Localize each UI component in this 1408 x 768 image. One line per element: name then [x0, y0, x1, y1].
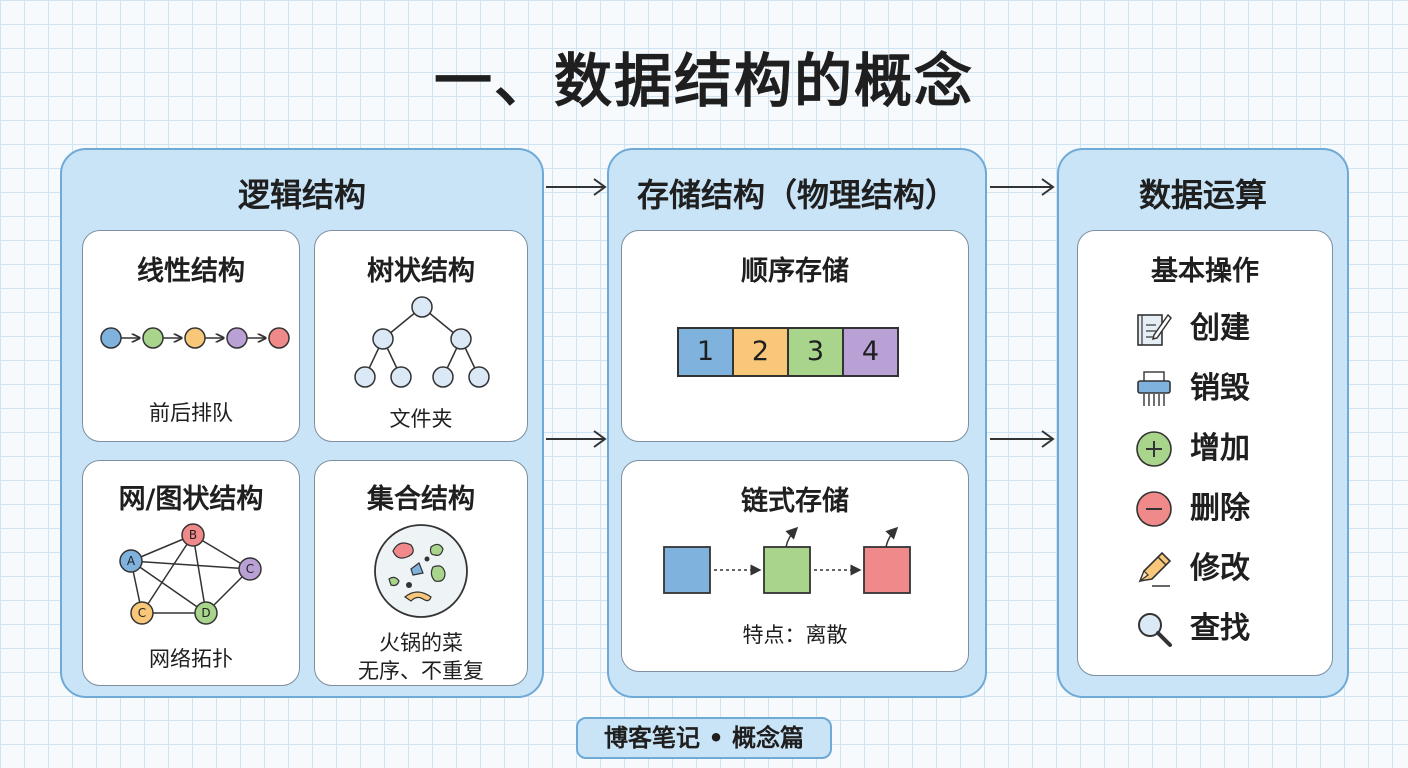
data-operations-title: 数据运算 [1138, 176, 1267, 214]
shredder-icon [1137, 371, 1171, 406]
graph-node-d [194, 601, 218, 625]
linked-node [663, 546, 711, 594]
linear-node [226, 327, 248, 349]
linear-node [268, 327, 290, 349]
tree-node [390, 366, 412, 388]
graph-node-label: B [189, 528, 197, 542]
basic-operations-title: 基本操作 [1151, 256, 1259, 287]
tree-node [411, 296, 433, 318]
operation-label: 创建 [1190, 311, 1250, 346]
tree-structure-title: 树状结构 [367, 256, 475, 287]
footer-badge: 博客笔记 • 概念篇 [576, 717, 832, 759]
tree-structure-diagram [354, 296, 490, 388]
memory-cell: 2 [732, 327, 789, 377]
sequential-storage-card: 顺序存储 1 2 3 4 [621, 230, 969, 442]
graph-node-label: D [201, 606, 210, 620]
graph-structure-title: 网/图状结构 [118, 484, 264, 515]
linear-node [142, 327, 164, 349]
tree-node [372, 328, 394, 350]
sequential-storage-title: 顺序存储 [741, 256, 849, 287]
linear-structure-card: 线性结构 前后排队 [82, 230, 300, 442]
linked-storage-title: 链式存储 [741, 486, 849, 517]
linked-storage-diagram [663, 526, 911, 594]
graph-node-label: A [127, 554, 136, 568]
graph-node-label: C [246, 562, 254, 576]
set-structure-caption-line2: 无序、不重复 [358, 659, 484, 683]
set-structure-caption-line1: 火锅的菜 [379, 631, 463, 655]
storage-to-operations-arrow-bottom [990, 430, 1055, 448]
minus-circle-icon [1136, 491, 1172, 527]
plus-circle-icon [1136, 431, 1172, 467]
linear-node [184, 327, 206, 349]
magnifier-icon [1138, 613, 1172, 647]
linear-node [100, 327, 122, 349]
set-element [392, 542, 414, 559]
linear-structure-diagram [100, 327, 290, 349]
memory-cell: 1 [677, 327, 734, 377]
operation-label: 销毁 [1190, 371, 1250, 406]
graph-node-c-left [130, 601, 154, 625]
graph-node-b [181, 523, 205, 547]
tree-node [450, 328, 472, 350]
logical-structure-title: 逻辑结构 [237, 176, 366, 214]
linked-storage-card: 链式存储 特点：离散 [621, 460, 969, 672]
tree-node [468, 366, 490, 388]
linear-structure-caption: 前后排队 [149, 401, 233, 425]
tree-node [432, 366, 454, 388]
pencil-icon [1138, 551, 1172, 587]
storage-to-operations-arrow-top [990, 178, 1055, 196]
operation-label: 修改 [1190, 551, 1250, 586]
operation-label: 增加 [1190, 431, 1250, 466]
pointer-arrow [885, 526, 899, 548]
graph-node-c-right [238, 557, 262, 581]
linked-node [763, 546, 811, 594]
storage-structure-title: 存储结构（物理结构） [636, 176, 957, 214]
operation-label: 查找 [1190, 611, 1250, 646]
set-element [403, 591, 432, 602]
edit-notebook-icon [1137, 313, 1172, 346]
logical-to-storage-arrow-bottom [546, 430, 607, 448]
set-element [388, 576, 400, 587]
memory-cell: 4 [842, 327, 899, 377]
linked-storage-caption: 特点：离散 [742, 623, 848, 647]
tree-structure-card: 树状结构 文件夹 [314, 230, 528, 442]
set-element [424, 556, 430, 562]
set-structure-title: 集合结构 [367, 484, 475, 515]
basic-operations-card: 基本操作 创建 [1077, 230, 1333, 676]
graph-node-label: C [138, 606, 146, 620]
graph-structure-diagram: A B C C D [119, 523, 262, 625]
hotpot-set-diagram [374, 524, 468, 618]
set-element [429, 543, 444, 556]
operation-label: 删除 [1190, 491, 1250, 526]
linear-structure-title: 线性结构 [137, 256, 245, 287]
logical-structure-panel: 逻辑结构 线性结构 前后排队 树状结构 [60, 148, 544, 698]
set-structure-card: 集合结构 火锅的菜 无序、不重复 [314, 460, 528, 686]
data-operations-panel: 数据运算 基本操作 创建 [1057, 148, 1349, 698]
linked-node [863, 546, 911, 594]
tree-structure-caption: 文件夹 [389, 407, 453, 431]
graph-structure-card: 网/图状结构 A B [82, 460, 300, 686]
memory-cell: 3 [787, 327, 844, 377]
page-title: 一、数据结构的概念 [433, 47, 974, 115]
set-element [430, 565, 446, 582]
graph-structure-caption: 网络拓扑 [149, 647, 233, 671]
storage-structure-panel: 存储结构（物理结构） 顺序存储 1 2 3 4 链式存储 [607, 148, 987, 698]
set-element [406, 582, 412, 588]
set-element [410, 562, 424, 576]
graph-node-a [119, 549, 143, 573]
tree-node [354, 366, 376, 388]
pointer-arrow [785, 526, 799, 548]
logical-to-storage-arrow-top [546, 178, 607, 196]
